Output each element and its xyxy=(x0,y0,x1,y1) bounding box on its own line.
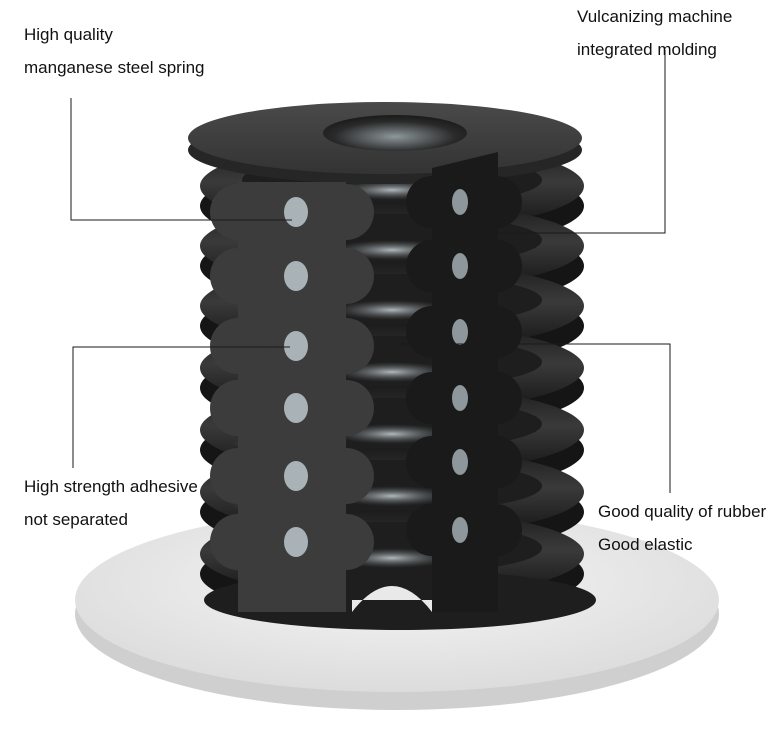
leader-top-right xyxy=(485,50,666,234)
right-section-lobe xyxy=(406,436,458,488)
left-section-lobe xyxy=(318,448,374,504)
left-section-lobe xyxy=(318,184,374,240)
callout-top-right-line2: integrated molding xyxy=(577,40,717,59)
left-cross-section xyxy=(210,182,374,612)
left-section-lobe xyxy=(210,248,266,304)
top-plate xyxy=(188,102,582,184)
left-section-lobe xyxy=(318,514,374,570)
left-section-lobe xyxy=(318,318,374,374)
callout-top-right-line1: Vulcanizing machine xyxy=(577,7,733,26)
left-section-lobe xyxy=(210,184,266,240)
right-section-lobe xyxy=(406,240,458,292)
right-section-lobe xyxy=(470,240,522,292)
left-section-lobe xyxy=(318,248,374,304)
leader-top-left xyxy=(70,98,292,221)
left-section-lobe xyxy=(210,448,266,504)
steel-wire-dot xyxy=(284,331,308,361)
callout-top-left-line2: manganese steel spring xyxy=(24,58,205,77)
right-section-lobe xyxy=(470,306,522,358)
callout-bottom-left-line1: High strength adhesive xyxy=(24,477,198,496)
steel-wire-dot xyxy=(284,527,308,557)
right-section-lobe xyxy=(470,176,522,228)
right-section-lobe xyxy=(406,504,458,556)
right-section-lobe xyxy=(406,306,458,358)
callout-bottom-right-line1: Good quality of rubber xyxy=(598,502,767,521)
leader-bottom-right xyxy=(400,343,671,493)
leader-lines xyxy=(70,50,671,493)
callout-bottom-right-line2: Good elastic xyxy=(598,535,693,554)
bottom-opening xyxy=(352,586,432,612)
right-section-lobe xyxy=(470,436,522,488)
leader-bottom-left xyxy=(72,346,290,468)
steel-wire-dot xyxy=(452,517,468,543)
right-section-lobe xyxy=(406,176,458,228)
right-section-lobe xyxy=(470,504,522,556)
left-section-lobe xyxy=(210,380,266,436)
callout-bottom-left-line2: not separated xyxy=(24,510,128,529)
steel-wire-dot xyxy=(284,461,308,491)
left-section-lobe xyxy=(318,380,374,436)
steel-wire-dot xyxy=(284,393,308,423)
left-section-lobe xyxy=(210,318,266,374)
steel-wire-dot xyxy=(452,449,468,475)
steel-wire-dot xyxy=(284,197,308,227)
steel-wire-dot xyxy=(452,253,468,279)
steel-wire-dot xyxy=(284,261,308,291)
steel-wire-dot xyxy=(452,385,468,411)
right-cross-section xyxy=(406,152,522,612)
steel-wire-dot xyxy=(452,189,468,215)
right-section-lobe xyxy=(470,372,522,424)
right-section-lobe xyxy=(406,372,458,424)
steel-wire-dot xyxy=(452,319,468,345)
callout-top-left-line1: High quality xyxy=(24,25,113,44)
left-section-lobe xyxy=(210,514,266,570)
